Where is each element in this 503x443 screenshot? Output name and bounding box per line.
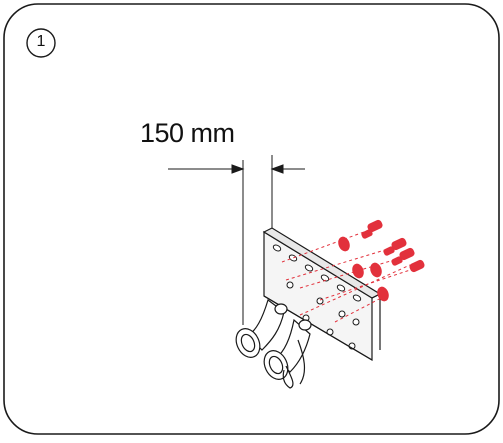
washer-icon [338,236,389,302]
bolt-icon [383,237,407,256]
bolt-icon [409,259,425,273]
panel-frame [3,3,500,435]
wall-bracket [262,227,382,362]
step-number: 1 [36,33,46,50]
bolt-icon [391,247,415,266]
step-circle-icon [26,28,56,58]
anchor-bolts [281,219,425,323]
bolt-icon [361,219,383,239]
dimension-label: 150 mm [140,118,235,148]
pipe-fittings [235,299,312,389]
